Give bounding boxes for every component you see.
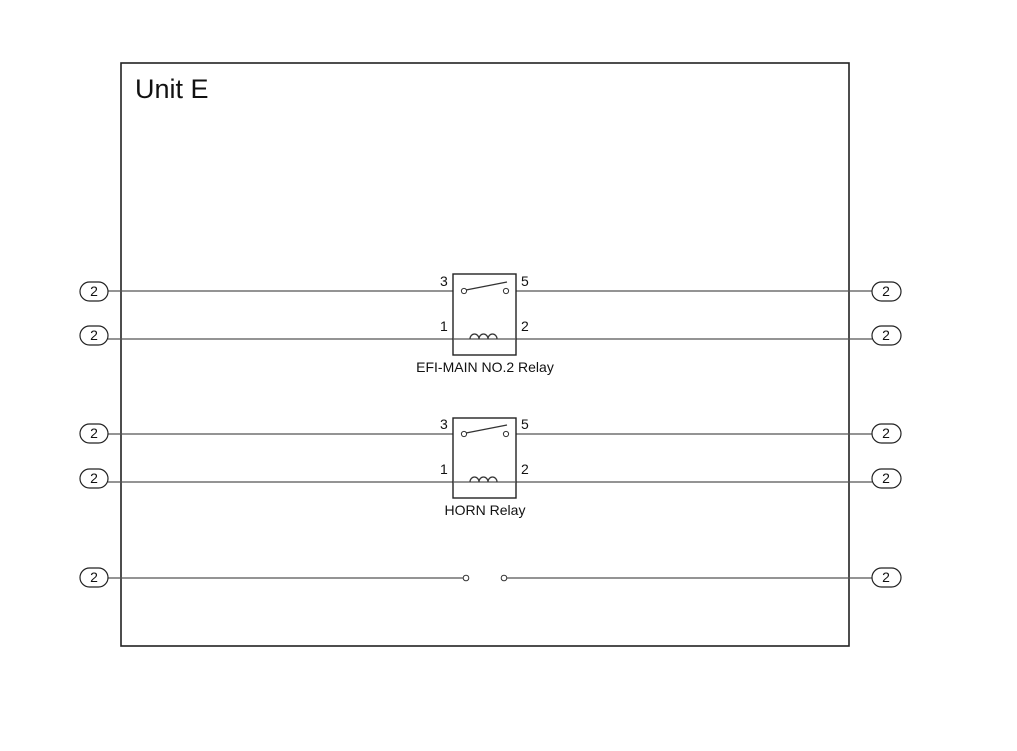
connector-number: 2 xyxy=(90,425,98,441)
relay-efi-main-no2: 3 5 1 2 EFI-MAIN NO.2 Relay xyxy=(416,273,554,375)
connector-number: 2 xyxy=(882,470,890,486)
pin-2-label: 2 xyxy=(521,461,529,477)
connector-badge xyxy=(79,423,109,444)
connector-number: 2 xyxy=(882,569,890,585)
connector-right-2: 2 xyxy=(871,325,902,346)
connector-badge xyxy=(871,423,902,444)
connector-right-3: 2 xyxy=(871,423,902,444)
contact-terminal-5 xyxy=(502,287,510,295)
connector-right-5: 2 xyxy=(871,567,902,588)
connector-number: 2 xyxy=(90,470,98,486)
connector-badge xyxy=(79,468,109,489)
connector-left-1: 2 xyxy=(79,281,109,302)
connector-left-2: 2 xyxy=(79,325,109,346)
connector-number: 2 xyxy=(882,283,890,299)
connector-number: 2 xyxy=(882,327,890,343)
connector-badge xyxy=(79,281,109,302)
connector-number: 2 xyxy=(90,327,98,343)
switch-contact-arm xyxy=(465,424,508,434)
connector-number: 2 xyxy=(882,425,890,441)
connector-badge xyxy=(871,325,902,346)
relay-body xyxy=(452,273,517,356)
connector-badge xyxy=(79,567,109,588)
relay-horn: 3 5 1 2 HORN Relay xyxy=(440,416,529,518)
pin-2-label: 2 xyxy=(521,318,529,334)
pin-5-label: 5 xyxy=(521,273,529,289)
unit-title: Unit E xyxy=(135,74,209,104)
pin-1-label: 1 xyxy=(440,461,448,477)
coil-icon xyxy=(469,476,498,483)
connector-left-4: 2 xyxy=(79,468,109,489)
open-terminal-left xyxy=(462,574,470,582)
pin-3-label: 3 xyxy=(440,416,448,432)
pin-1-label: 1 xyxy=(440,318,448,334)
contact-terminal-3 xyxy=(460,430,468,438)
connector-left-3: 2 xyxy=(79,423,109,444)
contact-terminal-5 xyxy=(502,430,510,438)
connector-number: 2 xyxy=(90,283,98,299)
relay-label: HORN Relay xyxy=(445,502,526,518)
connector-left-5: 2 xyxy=(79,567,109,588)
right-connectors: 2 2 2 2 2 xyxy=(871,281,902,588)
switch-contact-arm xyxy=(465,281,508,291)
open-terminal-right xyxy=(500,574,508,582)
coil-icon xyxy=(469,333,498,340)
contact-terminal-3 xyxy=(460,287,468,295)
connector-right-1: 2 xyxy=(871,281,902,302)
connector-right-4: 2 xyxy=(871,468,902,489)
pin-5-label: 5 xyxy=(521,416,529,432)
connector-badge xyxy=(871,468,902,489)
connector-badge xyxy=(79,325,109,346)
relay-label: EFI-MAIN NO.2 Relay xyxy=(416,359,554,375)
connector-badge xyxy=(871,281,902,302)
pin-3-label: 3 xyxy=(440,273,448,289)
unit-frame xyxy=(120,62,850,647)
connector-badge xyxy=(871,567,902,588)
left-connectors: 2 2 2 2 2 xyxy=(79,281,109,588)
connector-number: 2 xyxy=(90,569,98,585)
